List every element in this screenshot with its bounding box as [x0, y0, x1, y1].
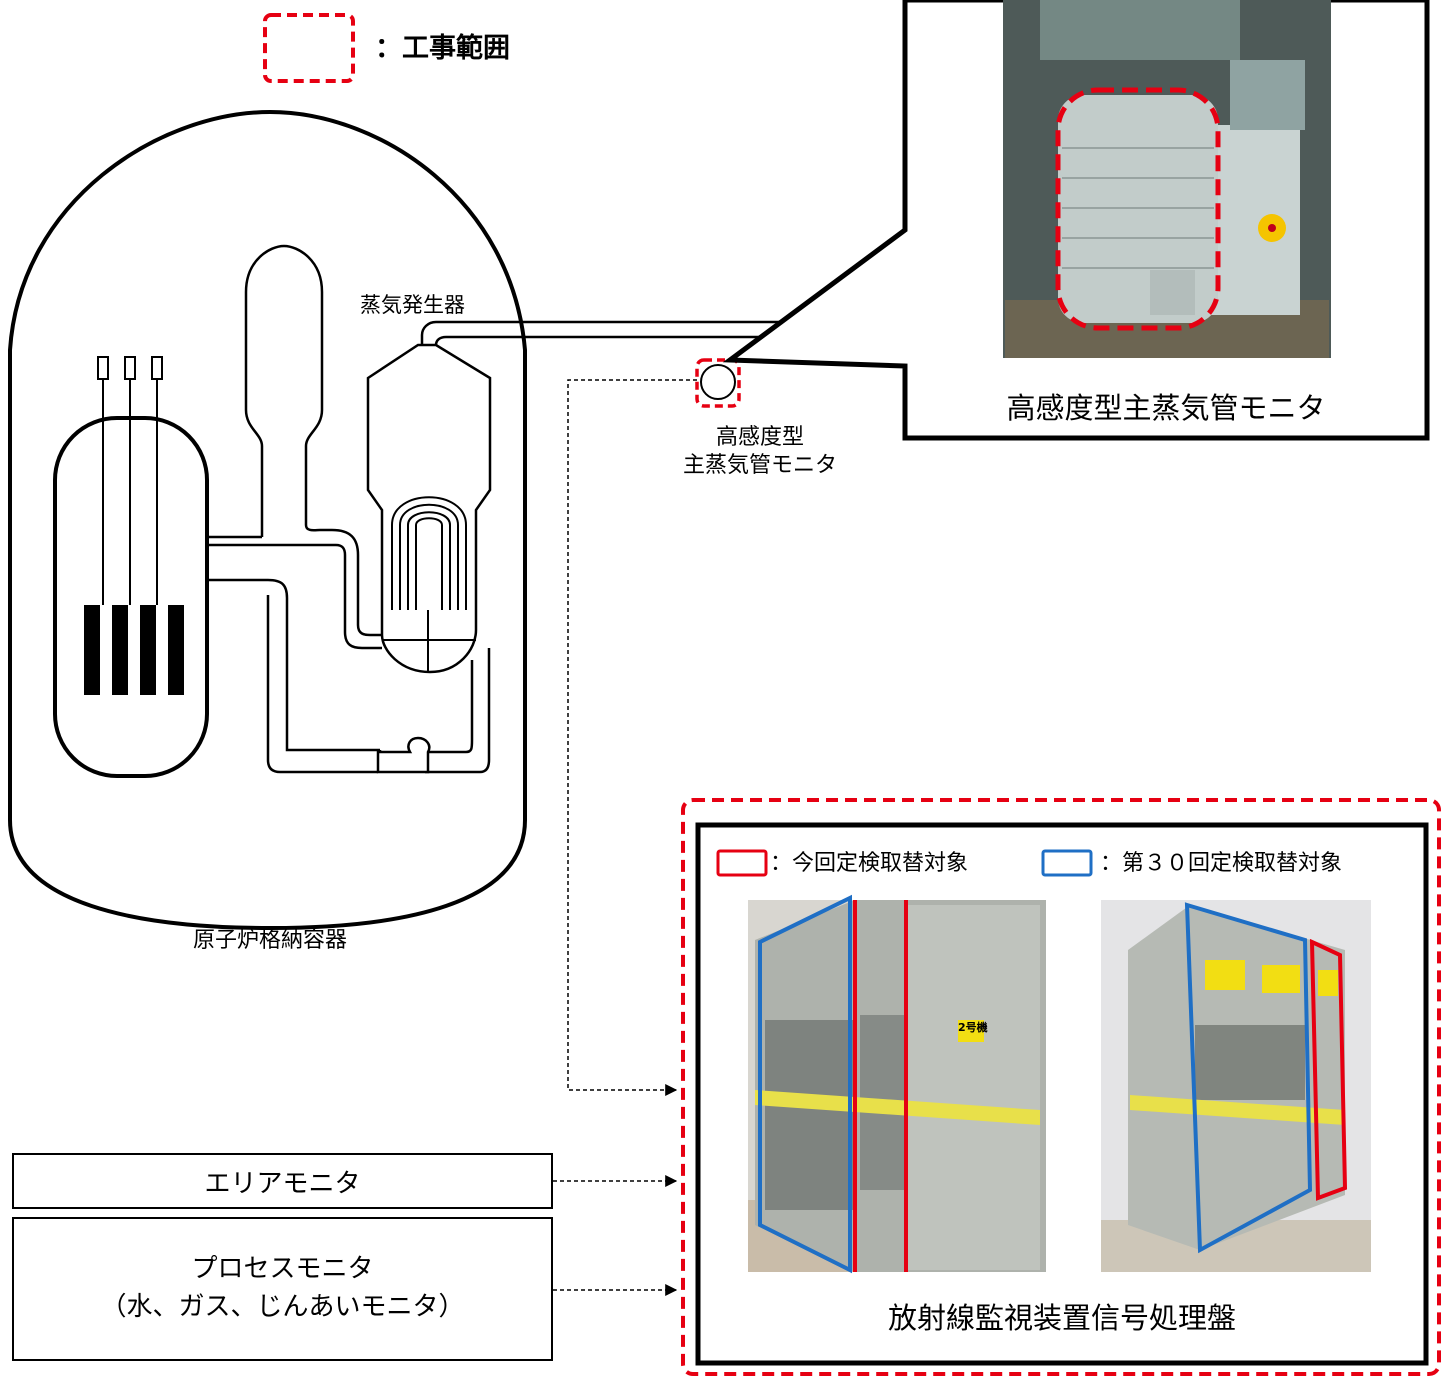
process-monitor-label-line2: （水、ガス、じんあいモニタ） — [100, 1292, 465, 1322]
legend-label: ：工事範囲 — [375, 33, 510, 64]
cold-leg-pipe — [205, 525, 264, 580]
hot-leg-pipe-inner — [207, 543, 382, 752]
hot-leg-pipe — [207, 524, 382, 637]
area-monitor-label: エリアモニタ — [204, 1168, 361, 1199]
reactor-coolant-pump — [376, 736, 431, 774]
legend-swatch — [263, 13, 355, 83]
panel-title: 放射線監視装置信号処理盤 — [887, 1301, 1236, 1335]
monitor-callout-label: 高感度型主蒸気管モニタ — [1006, 391, 1326, 425]
panel-photo-left — [748, 894, 1046, 1274]
containment-label: 原子炉格納容器 — [192, 928, 347, 953]
monitor-small-label: 高感度型 主蒸気管モニタ — [640, 424, 880, 479]
crossover-pipe — [266, 595, 491, 774]
current-legend-label: ：今回定検取替対象 — [770, 851, 969, 876]
control-rods — [97, 356, 163, 605]
panel-work-scope — [681, 798, 1441, 1376]
signal-lines — [553, 379, 697, 1296]
thirtieth-legend-label: ：第３０回定検取替対象 — [1100, 851, 1343, 876]
process-monitor-label-line1: プロセスモニタ — [191, 1254, 374, 1285]
containment-vessel — [8, 109, 527, 931]
unit-tag-left: 2号機 — [958, 1021, 988, 1034]
pressurizer — [244, 244, 324, 525]
monitor-photo — [1003, 0, 1331, 358]
thirtieth-swatch — [1041, 849, 1093, 877]
steam-generator-label: 蒸気発生器 — [360, 293, 465, 317]
process-monitor-box: プロセスモニタ （水、ガス、じんあいモニタ） — [12, 1217, 553, 1361]
sg-u-tubes — [391, 496, 467, 610]
area-monitor-box: エリアモニタ — [12, 1153, 553, 1209]
current-swatch — [716, 849, 768, 877]
panel-photo-right — [1101, 900, 1371, 1272]
sg-partition — [382, 610, 476, 672]
monitor-work-scope — [695, 358, 741, 408]
monitor-small-label-line1: 高感度型 — [715, 425, 804, 450]
main-steam-line — [420, 320, 780, 346]
steam-generator — [366, 343, 492, 674]
steam-line-monitor — [700, 364, 736, 400]
monitor-small-label-line2: 主蒸気管モニタ — [682, 452, 837, 478]
fuel-assemblies — [84, 605, 184, 695]
radiation-trefoil-icon — [1268, 224, 1276, 232]
